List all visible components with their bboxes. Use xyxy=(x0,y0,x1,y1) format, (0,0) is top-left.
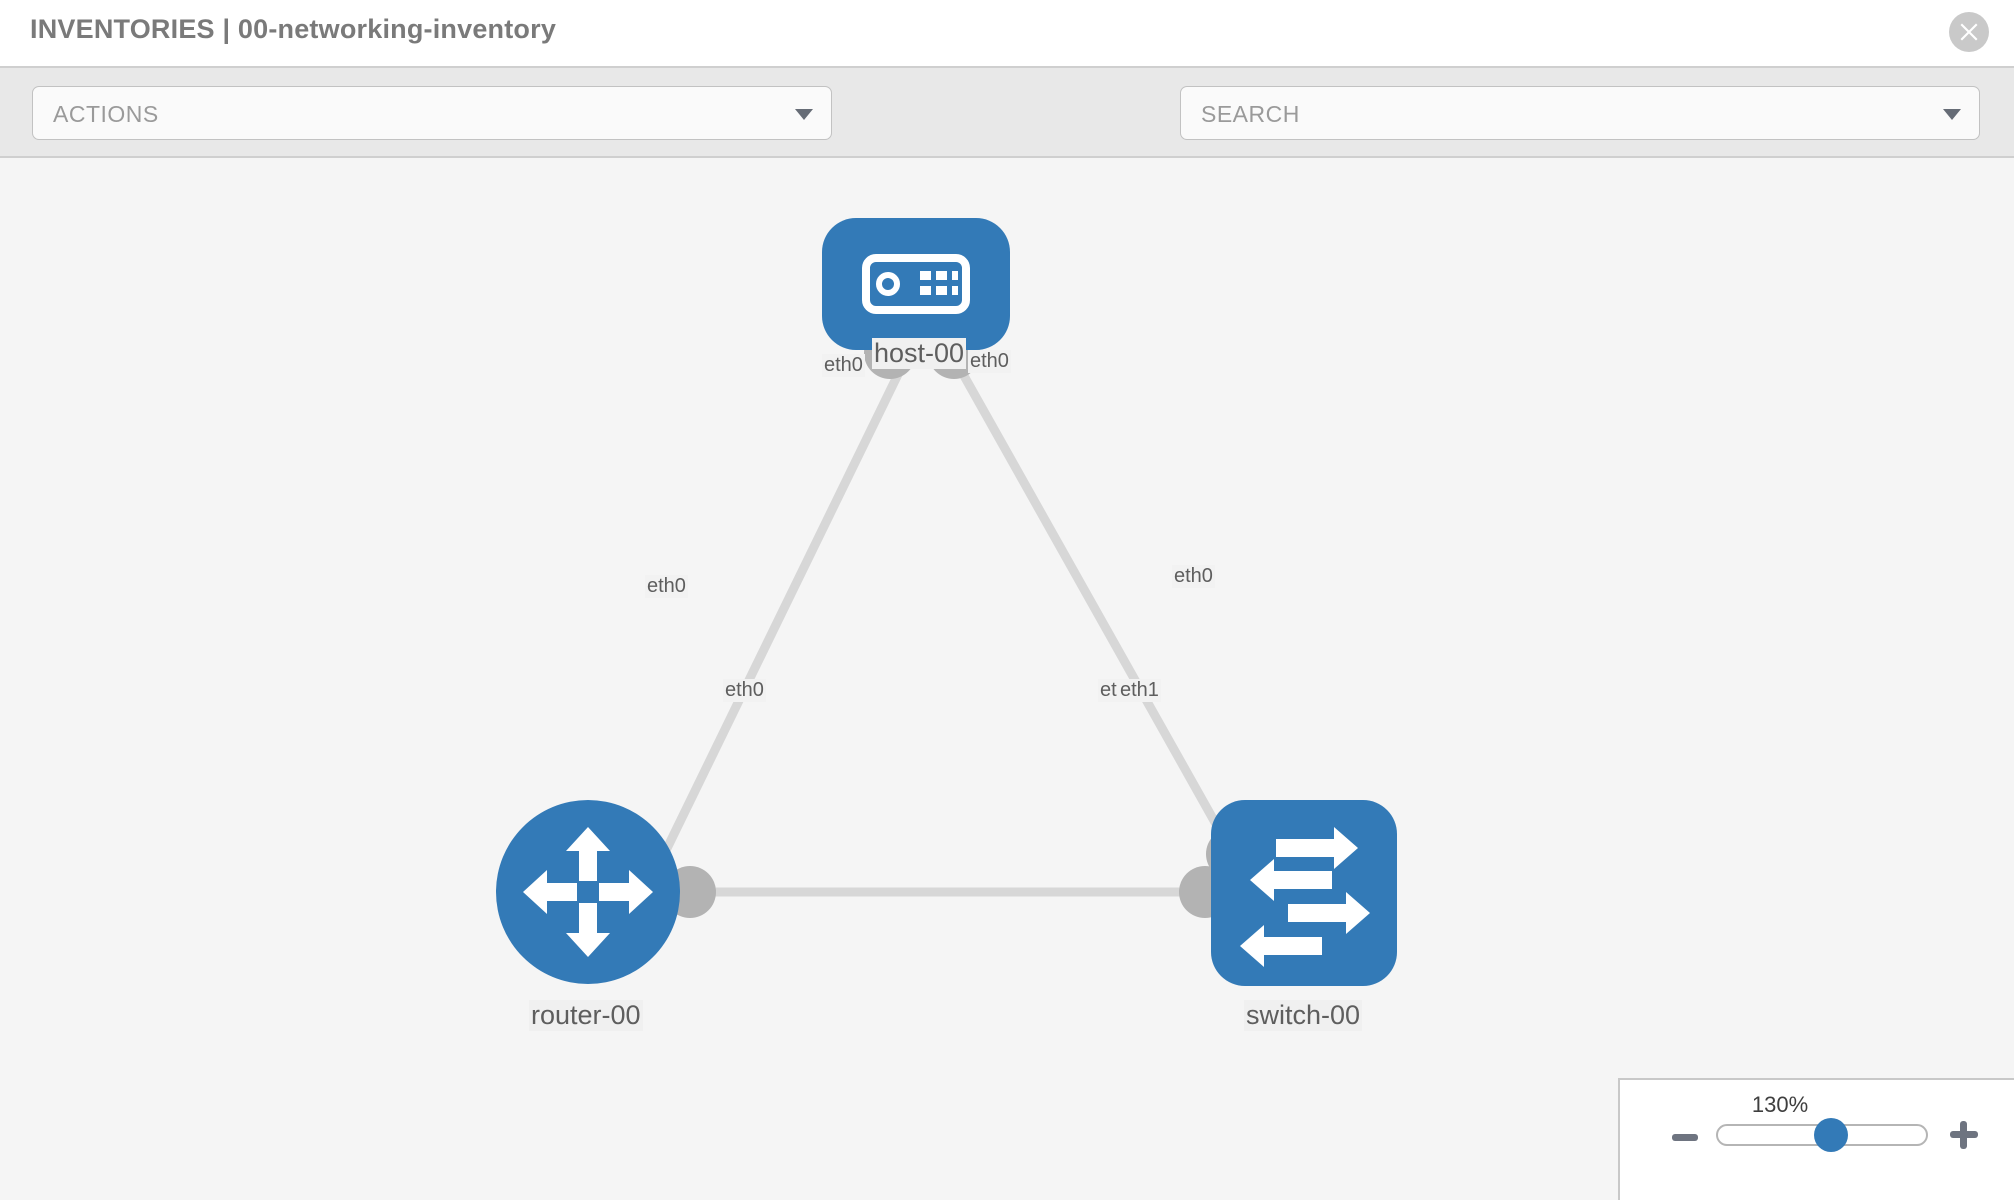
zoom-slider-handle[interactable] xyxy=(1814,1118,1848,1152)
port-label-host-eth0-right: eth0 xyxy=(968,350,1011,373)
node-label-host-00: host-00 xyxy=(872,338,967,369)
node-switch-00[interactable] xyxy=(1211,800,1397,986)
close-icon[interactable] xyxy=(1949,12,1989,52)
port-label-router-eth0-up: eth0 xyxy=(645,575,688,598)
port-label-switch-eth1-left: eth1 xyxy=(1118,679,1161,702)
server-icon xyxy=(862,254,970,314)
link-host-router xyxy=(650,353,911,878)
router-arrows-icon xyxy=(523,827,653,957)
chevron-down-icon xyxy=(795,109,813,120)
topology-canvas[interactable]: host-00 router-00 switch-00 eth0 eth0 et… xyxy=(0,158,2014,1200)
node-host-00[interactable] xyxy=(822,218,1010,350)
node-label-router-00: router-00 xyxy=(529,1000,643,1031)
page-title: INVENTORIES | 00-networking-inventory xyxy=(30,14,557,44)
chevron-down-icon xyxy=(1943,109,1961,120)
toolbar: ACTIONS SEARCH xyxy=(0,68,2014,191)
node-label-switch-00: switch-00 xyxy=(1244,1000,1363,1031)
search-placeholder: SEARCH xyxy=(1201,101,1300,127)
topology-ports xyxy=(664,327,1258,918)
node-router-00[interactable] xyxy=(496,800,680,984)
zoom-level-label: 130% xyxy=(1751,1092,1809,1117)
link-host-switch xyxy=(949,353,1240,863)
page-header: INVENTORIES | 00-networking-inventory xyxy=(0,0,2014,68)
switch-arrows-icon xyxy=(1240,827,1370,967)
topology-links xyxy=(650,353,1240,897)
zoom-out-button[interactable] xyxy=(1672,1134,1698,1141)
search-input[interactable]: SEARCH xyxy=(1180,86,1980,140)
port-label-switch-eth0-up: eth0 xyxy=(1172,565,1215,588)
actions-dropdown-label: ACTIONS xyxy=(53,101,159,127)
actions-dropdown[interactable]: ACTIONS xyxy=(32,86,832,140)
topology-graph xyxy=(496,218,1397,986)
zoom-control-panel: 130% xyxy=(1618,1078,2014,1200)
zoom-in-button[interactable] xyxy=(1950,1121,1978,1149)
port-label-host-eth0-left: eth0 xyxy=(822,354,865,377)
port-label-router-eth0-right: eth0 xyxy=(723,679,766,702)
